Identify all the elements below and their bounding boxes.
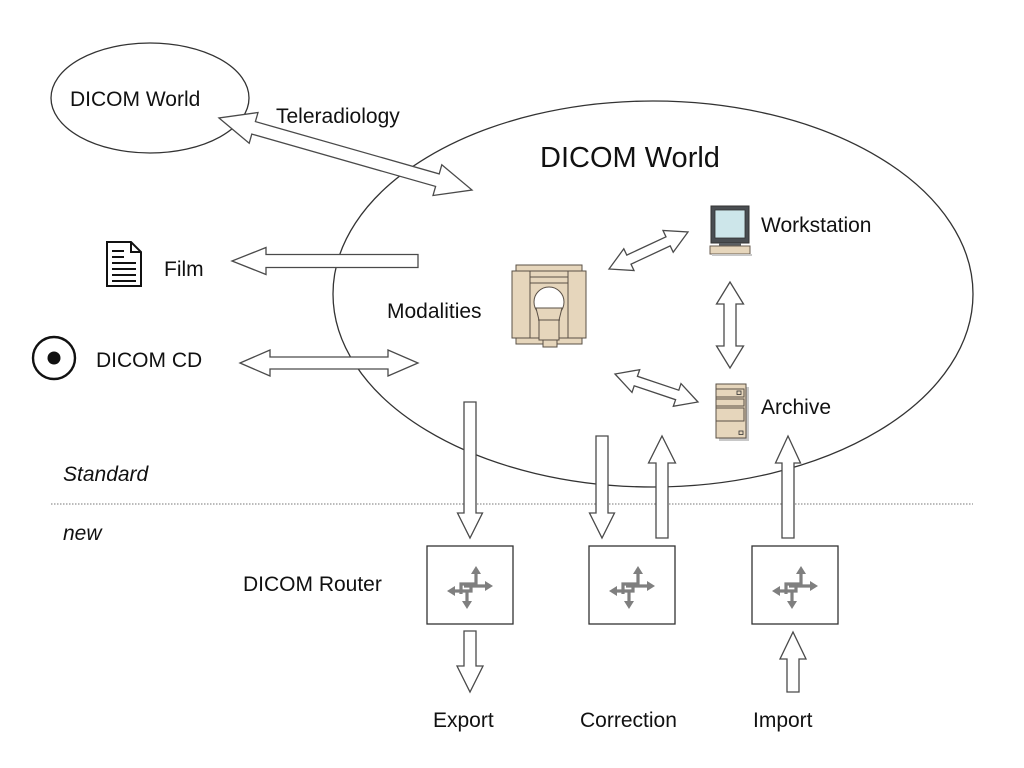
document-icon xyxy=(106,241,142,287)
standard-zone-label: Standard xyxy=(63,463,150,486)
main-dicom-world-label: DICOM World xyxy=(540,142,720,174)
import-up-arrow-shape xyxy=(774,434,802,539)
modalities-archive-arrow xyxy=(613,368,700,408)
dicom-router-label: DICOM Router xyxy=(243,573,382,596)
modalities-label: Modalities xyxy=(387,300,482,323)
router-export xyxy=(426,545,514,625)
teleradiology-arrow-shape xyxy=(217,111,474,197)
disc-icon xyxy=(31,335,77,381)
dicom-cd-label: DICOM CD xyxy=(96,349,202,372)
router-import xyxy=(751,545,839,625)
server-icon xyxy=(715,383,749,441)
film-arrow-shape xyxy=(230,246,419,276)
import-label: Import xyxy=(753,709,813,732)
modalities-workstation-arrow xyxy=(607,229,690,272)
scanner-icon xyxy=(511,264,587,348)
dicom-cd-arrow xyxy=(238,349,420,377)
router-correction xyxy=(588,545,676,625)
router-icon xyxy=(609,566,655,609)
correction-label: Correction xyxy=(580,709,677,732)
workstation-archive-arrow xyxy=(715,280,745,370)
workstation-archive-arrow-shape xyxy=(715,280,745,370)
export-out-arrow xyxy=(455,630,485,694)
correction-down-arrow-shape xyxy=(588,435,616,540)
main-dicom-world-ellipse xyxy=(332,100,974,488)
teleradiology-label: Teleradiology xyxy=(276,105,400,128)
archive-label: Archive xyxy=(761,396,831,419)
router-icon xyxy=(772,566,818,609)
import-up-arrow xyxy=(774,434,802,539)
import-in-arrow xyxy=(778,630,808,693)
teleradiology-arrow xyxy=(217,111,474,197)
correction-down-arrow xyxy=(588,435,616,540)
dicom-cd-arrow-shape xyxy=(238,349,420,377)
import-in-arrow-shape xyxy=(778,630,808,693)
modalities-archive-arrow-shape xyxy=(613,368,700,408)
export-down-arrow xyxy=(456,401,484,540)
new-zone-label: new xyxy=(63,522,103,545)
modalities-workstation-arrow-shape xyxy=(607,229,690,272)
remote-dicom-world-label: DICOM World xyxy=(70,88,200,111)
correction-up-arrow xyxy=(647,434,677,539)
export-label: Export xyxy=(433,709,494,732)
correction-up-arrow-shape xyxy=(647,434,677,539)
film-label: Film xyxy=(164,258,204,281)
router-icon xyxy=(447,566,493,609)
export-out-arrow-shape xyxy=(455,630,485,694)
film-export-arrow xyxy=(230,246,419,276)
workstation-label: Workstation xyxy=(761,214,872,237)
computer-icon xyxy=(709,205,752,256)
export-down-arrow-shape xyxy=(456,401,484,540)
remote-dicom-world-ellipse xyxy=(50,42,250,154)
